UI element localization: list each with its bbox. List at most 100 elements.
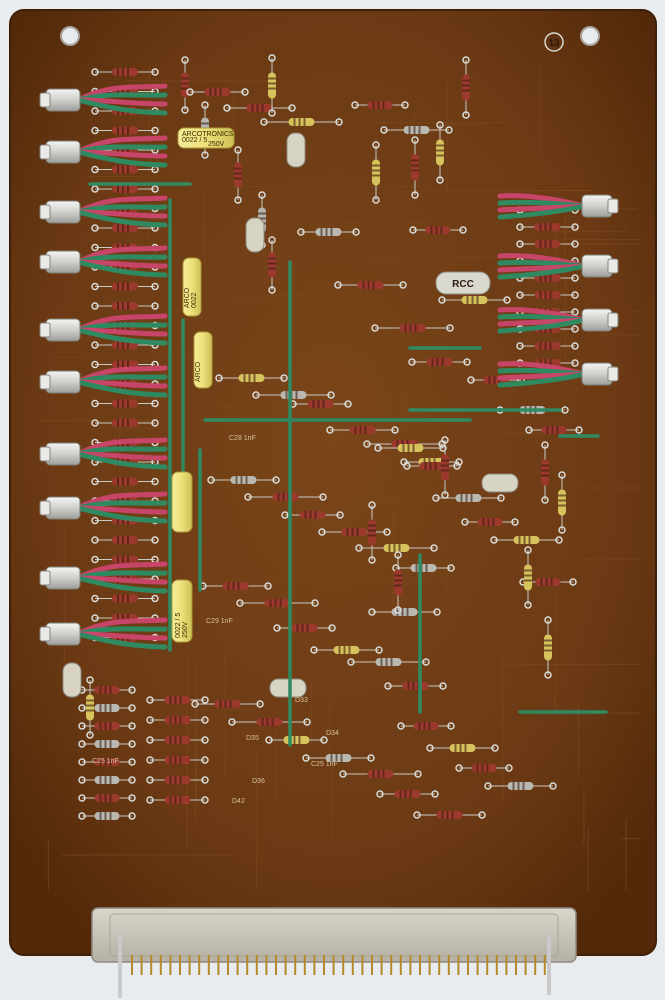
solder-pad: [91, 68, 99, 76]
resistor-band: [303, 118, 306, 126]
left-resistor: [91, 126, 159, 135]
resistor-band: [174, 736, 177, 744]
resistor-band: [406, 608, 409, 616]
solder-pad: [367, 754, 375, 762]
resistor: [223, 104, 296, 112]
solder-pad: [351, 101, 359, 109]
resistor-body: [333, 646, 360, 654]
solder-pad: [453, 462, 461, 470]
resistor-body: [164, 776, 191, 784]
solder-pad: [91, 185, 99, 193]
solder-pad: [311, 599, 319, 607]
resistor-band: [488, 376, 491, 384]
resistor-band: [279, 599, 282, 607]
resistor-band: [546, 426, 549, 434]
solder-pad: [91, 107, 99, 115]
solder-pad: [561, 406, 569, 414]
rcc-label: RCC: [452, 279, 474, 290]
resistor-band: [549, 274, 552, 282]
resistor: [326, 426, 399, 434]
resistor: [347, 658, 430, 666]
solder-pad: [408, 358, 416, 366]
resistor: [455, 764, 513, 772]
resistor-band: [412, 444, 415, 452]
solder-pad: [334, 281, 342, 289]
resistor-band: [380, 658, 383, 666]
resistor-body: [94, 776, 120, 784]
resistor-band: [117, 360, 119, 369]
solder-pad: [555, 536, 563, 544]
resistor-band: [296, 624, 299, 632]
resistor-body: [264, 599, 291, 607]
solder-pad: [394, 551, 402, 559]
resistor-band: [431, 358, 434, 366]
resistor-band: [179, 696, 182, 704]
resistor-band: [476, 296, 479, 304]
resistor: [380, 126, 453, 134]
resistor-band: [127, 536, 129, 544]
resistor-band: [293, 736, 296, 744]
resistor-band: [415, 564, 418, 572]
solder-pad: [78, 794, 86, 802]
capacitor-body: [62, 662, 82, 698]
resistor-body: [112, 282, 138, 291]
solder-pad: [462, 56, 470, 64]
vertical-resistor: [558, 471, 566, 534]
resistor-body: [449, 744, 476, 752]
resistor-body: [299, 511, 326, 519]
label-d35: D35: [246, 735, 259, 742]
bnc-connector-right: [497, 193, 619, 220]
solder-pad: [432, 494, 440, 502]
resistor-band: [518, 536, 521, 544]
resistor-band: [104, 758, 107, 766]
solder-pad: [151, 302, 159, 310]
resistor-band: [127, 555, 129, 564]
solder-pad: [571, 325, 579, 333]
resistor-band: [271, 718, 274, 726]
resistor-band: [372, 164, 380, 167]
resistor-band: [476, 764, 479, 772]
solder-pad: [319, 493, 327, 501]
resistor-band: [346, 528, 349, 536]
vertical-resistor: [394, 551, 402, 614]
coax-wire: [75, 505, 168, 524]
resistor-body: [541, 459, 549, 486]
resistor-band: [340, 754, 343, 762]
resistor: [78, 704, 136, 712]
bnc-connector-right: [497, 361, 619, 388]
coax-wire: [75, 97, 168, 116]
solder-pad: [201, 796, 209, 804]
coax-wire: [75, 327, 168, 346]
solder-pad: [201, 736, 209, 744]
resistor-band: [539, 359, 542, 367]
resistor-body: [94, 740, 120, 748]
solder-pad: [399, 281, 407, 289]
resistor-band: [201, 122, 209, 125]
resistor-band: [441, 469, 449, 472]
resistor-body: [403, 126, 430, 134]
solder-pad: [256, 700, 264, 708]
resistor-body: [291, 624, 318, 632]
solder-pad: [422, 658, 430, 666]
solder-pad: [363, 440, 371, 448]
resistor-band: [268, 262, 276, 265]
resistor-band: [245, 476, 248, 484]
resistor-band: [550, 578, 553, 586]
resistor-body: [234, 162, 242, 188]
solder-pad: [91, 282, 99, 291]
resistor-band: [441, 464, 449, 467]
resistor-band: [436, 358, 439, 366]
resistor-body: [94, 812, 120, 820]
resistor-band: [214, 88, 217, 96]
resistor-band: [539, 274, 542, 282]
resistor-band: [372, 169, 380, 172]
solder-pad: [439, 682, 447, 690]
resistor-band: [127, 68, 129, 76]
solder-pad: [86, 676, 94, 684]
right-resistor: [516, 223, 579, 231]
solder-pad: [128, 722, 136, 730]
resistor-band: [237, 582, 240, 590]
solder-pad: [191, 700, 199, 708]
resistor-band: [209, 88, 212, 96]
left-resistor: [91, 555, 159, 564]
